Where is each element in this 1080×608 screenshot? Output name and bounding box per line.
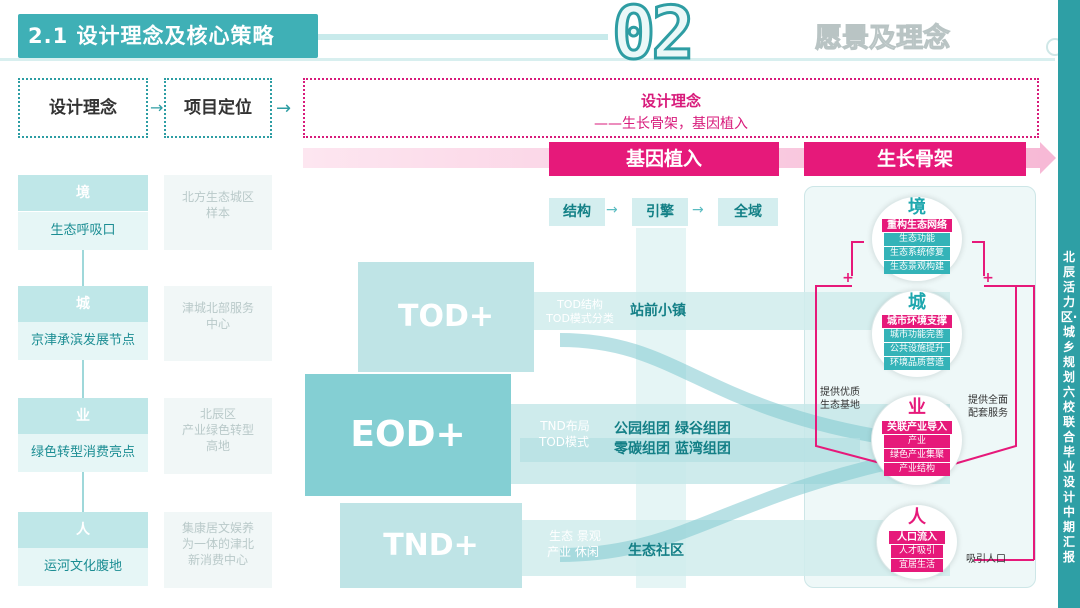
project-positioning-box: 项目定位 (164, 78, 272, 138)
label-provide-services: 提供全面 配套服务 (968, 395, 1008, 419)
label-attract-population: 吸引人口 (966, 554, 1006, 565)
tod-flow-curve (559, 333, 902, 447)
left-desc-ren: 集康居文娱养 为一体的津北 新消费中心 (164, 512, 272, 588)
cycle-lines: + + (815, 241, 1035, 561)
plus-icon: + (982, 270, 994, 286)
node-line: 环境品质营造 (884, 357, 950, 370)
left-desc-jing: 北方生态城区 样本 (164, 175, 272, 250)
left-head-ren: 人 (18, 512, 148, 548)
city-icon: 城 (908, 292, 926, 313)
left-head-cheng: 城 (18, 286, 148, 322)
eod-box: EOD+ (305, 374, 511, 496)
left-label-ren: 运河文化腹地 (18, 548, 148, 586)
left-desc-ye: 北辰区 产业绿色转型 高地 (164, 398, 272, 474)
left-label-jing: 生态呼吸口 (18, 212, 148, 250)
eod-note-2: TOD模式 (538, 435, 590, 449)
node-line: 生态功能 (884, 233, 950, 246)
node-line: 绿色产业集聚 (884, 449, 950, 462)
tod-note-1: TOD结构 (557, 298, 603, 311)
section-title: 2.1 设计理念及核心策略 (18, 14, 318, 58)
header-rule (318, 34, 608, 40)
cycle-right-outer (953, 285, 1017, 465)
cycle-left-outer (815, 285, 885, 465)
node-line: 产业 (884, 435, 950, 448)
node-line: 城市功能完善 (884, 329, 950, 342)
tod-result: 站前小镇 (630, 303, 686, 319)
industry-icon: 业 (908, 397, 926, 418)
eod-note-1: TND布局 (540, 419, 590, 433)
arrow-right-icon: → (606, 202, 618, 218)
tnd-note-2: 产业 休闲 (547, 545, 599, 559)
cycle-right-rise (1016, 285, 1035, 560)
concept-subtitle: ——生长骨架，基因植入 (594, 116, 748, 132)
arrow-right-icon: → (150, 98, 164, 117)
concept-banner: 设计理念 ——生长骨架，基因植入 (303, 78, 1039, 138)
left-head-jing: 境 (18, 175, 148, 211)
skeleton-node-people: 人 人口流入 人才吸引 宜居生活 (876, 504, 958, 580)
tod-box: TOD+ (358, 262, 534, 372)
design-concept-box: 设计理念 (18, 78, 148, 138)
timeline-arrow-head (1040, 142, 1056, 174)
gene-implant-bar: 基因植入 (549, 142, 779, 176)
node-line: 产业结构 (884, 463, 950, 476)
skeleton-node-industry: 业 关联产业导入 产业 绿色产业集聚 产业结构 (871, 394, 963, 486)
node-title: 关联产业导入 (882, 421, 952, 434)
people-icon: 人 (908, 507, 926, 528)
plus-icon: + (842, 270, 854, 286)
node-line: 生态系统修复 (884, 247, 950, 260)
node-title: 城市环境支撑 (882, 315, 952, 328)
leaf-icon: 境 (908, 197, 926, 218)
vertical-caption: 北辰活力区·城乡规划六校联合毕业设计中期汇报 (1058, 0, 1080, 608)
node-title: 重构生态网络 (882, 219, 952, 232)
node-title: 人口流入 (889, 531, 945, 544)
arrow-right-icon: → (692, 202, 704, 218)
node-line: 人才吸引 (891, 545, 943, 558)
left-head-ye: 业 (18, 398, 148, 434)
skeleton-node-city: 城 城市环境支撑 城市功能完善 公共设施提升 环境品质营造 (871, 290, 963, 378)
tnd-flow-curve (559, 453, 902, 562)
tnd-note-1: 生态 景观 (549, 529, 601, 543)
node-line: 宜居生活 (891, 559, 943, 572)
tnd-result: 生态社区 (628, 543, 684, 559)
header-rule-long (0, 58, 1055, 61)
skeleton-node-ecology: 境 重构生态网络 生态功能 生态系统修复 生态景观构建 (871, 196, 963, 282)
growth-skeleton-bar: 生长骨架 (804, 142, 1026, 176)
left-desc-cheng: 津城北部服务 中心 (164, 286, 272, 361)
left-label-ye: 绿色转型消费亮点 (18, 434, 148, 472)
tod-note-2: TOD模式分类 (546, 312, 614, 325)
arrow-right-icon: → (276, 98, 292, 119)
gene-step-structure: 结构 (549, 198, 605, 226)
chapter-number: 02 (611, 0, 697, 75)
cycle-left-loop (851, 241, 864, 276)
eod-result-1: 公园组团 绿谷组团 (614, 421, 731, 437)
left-label-cheng: 京津承滨发展节点 (18, 322, 148, 360)
label-provide-eco-base: 提供优质 生态基地 (820, 387, 860, 411)
gene-step-engine: 引擎 (632, 198, 688, 226)
flow-curves (520, 333, 902, 562)
eod-result-2: 零碳组团 蓝湾组团 (614, 441, 731, 457)
cycle-right-loop (972, 241, 985, 276)
gene-step-global: 全域 (718, 198, 778, 226)
concept-title: 设计理念 (640, 92, 701, 110)
node-line: 公共设施提升 (884, 343, 950, 356)
node-line: 生态景观构建 (884, 261, 950, 274)
tnd-box: TND+ (340, 503, 522, 588)
chapter-title: 愿景及理念 (815, 23, 951, 55)
